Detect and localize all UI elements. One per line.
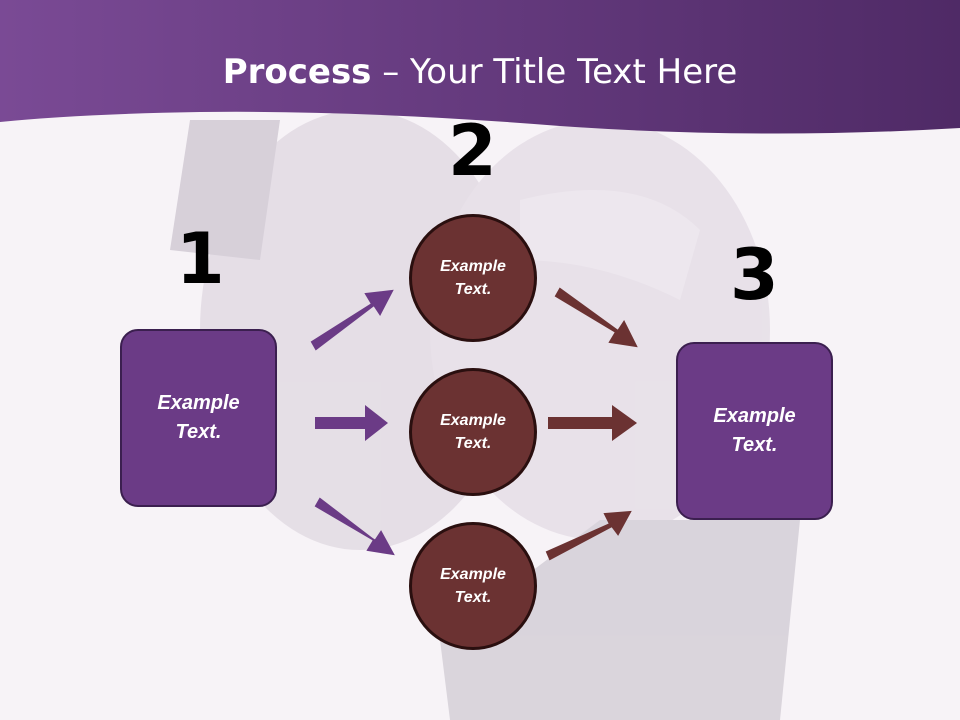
circle-top-text: Example Text. [440,258,506,298]
right-arrows [545,287,638,561]
arrow-down-right [314,497,395,556]
header-band [0,0,960,134]
left-arrows [310,289,395,556]
title-bold: Process [222,52,372,92]
right-box-text: Example Text. [713,405,796,456]
step-number-3: 3 [730,234,779,316]
circle-middle-text: Example Text. [440,412,506,452]
arrow-right-middle-2 [548,405,637,441]
left-text-box: Example Text. [120,329,277,507]
page-title: Process – Your Title Text Here [0,52,960,92]
left-box-text: Example Text. [157,392,240,443]
circle-top: Example Text. [409,214,537,342]
arrow-down-right-top [554,287,638,348]
right-text-box: Example Text. [676,342,833,520]
circle-bottom-text: Example Text. [440,566,506,606]
step-number-2: 2 [448,110,497,192]
circle-middle: Example Text. [409,368,537,496]
step-number-1: 1 [176,218,225,300]
arrow-up-right-bottom [545,510,632,561]
arrow-up-right [310,289,394,351]
title-rest: – Your Title Text Here [371,52,738,92]
circle-bottom: Example Text. [409,522,537,650]
arrow-right-middle [315,405,388,441]
